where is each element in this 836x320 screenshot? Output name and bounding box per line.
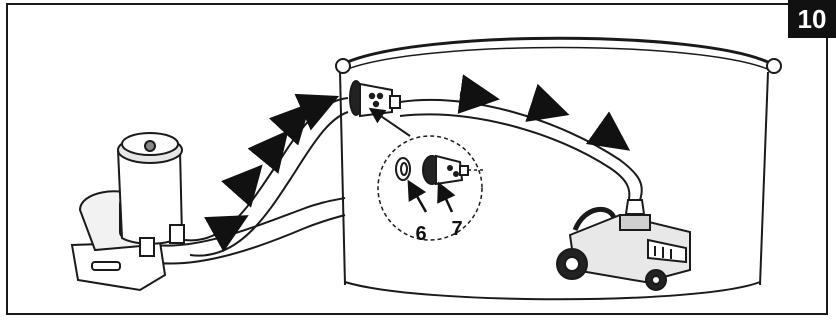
pool-wall-left — [339, 71, 346, 286]
detail-circle — [377, 135, 483, 241]
hose-to-inlet-lower — [189, 111, 349, 257]
callout-6-label: 6 — [415, 223, 426, 245]
flow-arrows-outside — [204, 93, 340, 253]
cap-knob — [144, 140, 156, 152]
hose-fitting-a — [169, 224, 185, 244]
cleaner-hose-lower — [399, 113, 631, 205]
cleaner-handle — [572, 206, 617, 232]
pool-cleaner — [556, 199, 691, 291]
callout-7-label: 7 — [451, 218, 462, 240]
flow-arrows-inside — [457, 74, 631, 151]
hose-to-inlet-upper — [184, 97, 349, 242]
return-hose-lower — [149, 214, 346, 265]
callout-6-leader — [407, 179, 428, 213]
cleaner-neck — [624, 199, 646, 215]
pool-wall-right — [759, 71, 769, 286]
detail-callout: 6 7 — [368, 107, 486, 245]
step-number-badge: 10 — [788, 0, 836, 38]
detail-pointer — [368, 107, 411, 137]
pool-rim — [344, 36, 771, 65]
base-slot — [91, 261, 121, 271]
pool-bottom — [344, 281, 761, 301]
wall-inlet-fitting — [349, 80, 401, 118]
part-6-ring — [395, 157, 411, 181]
above-ground-pool — [335, 36, 782, 301]
part-7-fitting — [422, 154, 486, 186]
hoses — [149, 97, 643, 265]
filter-pump — [70, 132, 185, 292]
callout-7-leader — [437, 181, 456, 213]
return-hose-upper — [154, 197, 346, 247]
hose-fitting-b — [139, 237, 155, 257]
cleaner-hose-upper — [399, 98, 643, 201]
